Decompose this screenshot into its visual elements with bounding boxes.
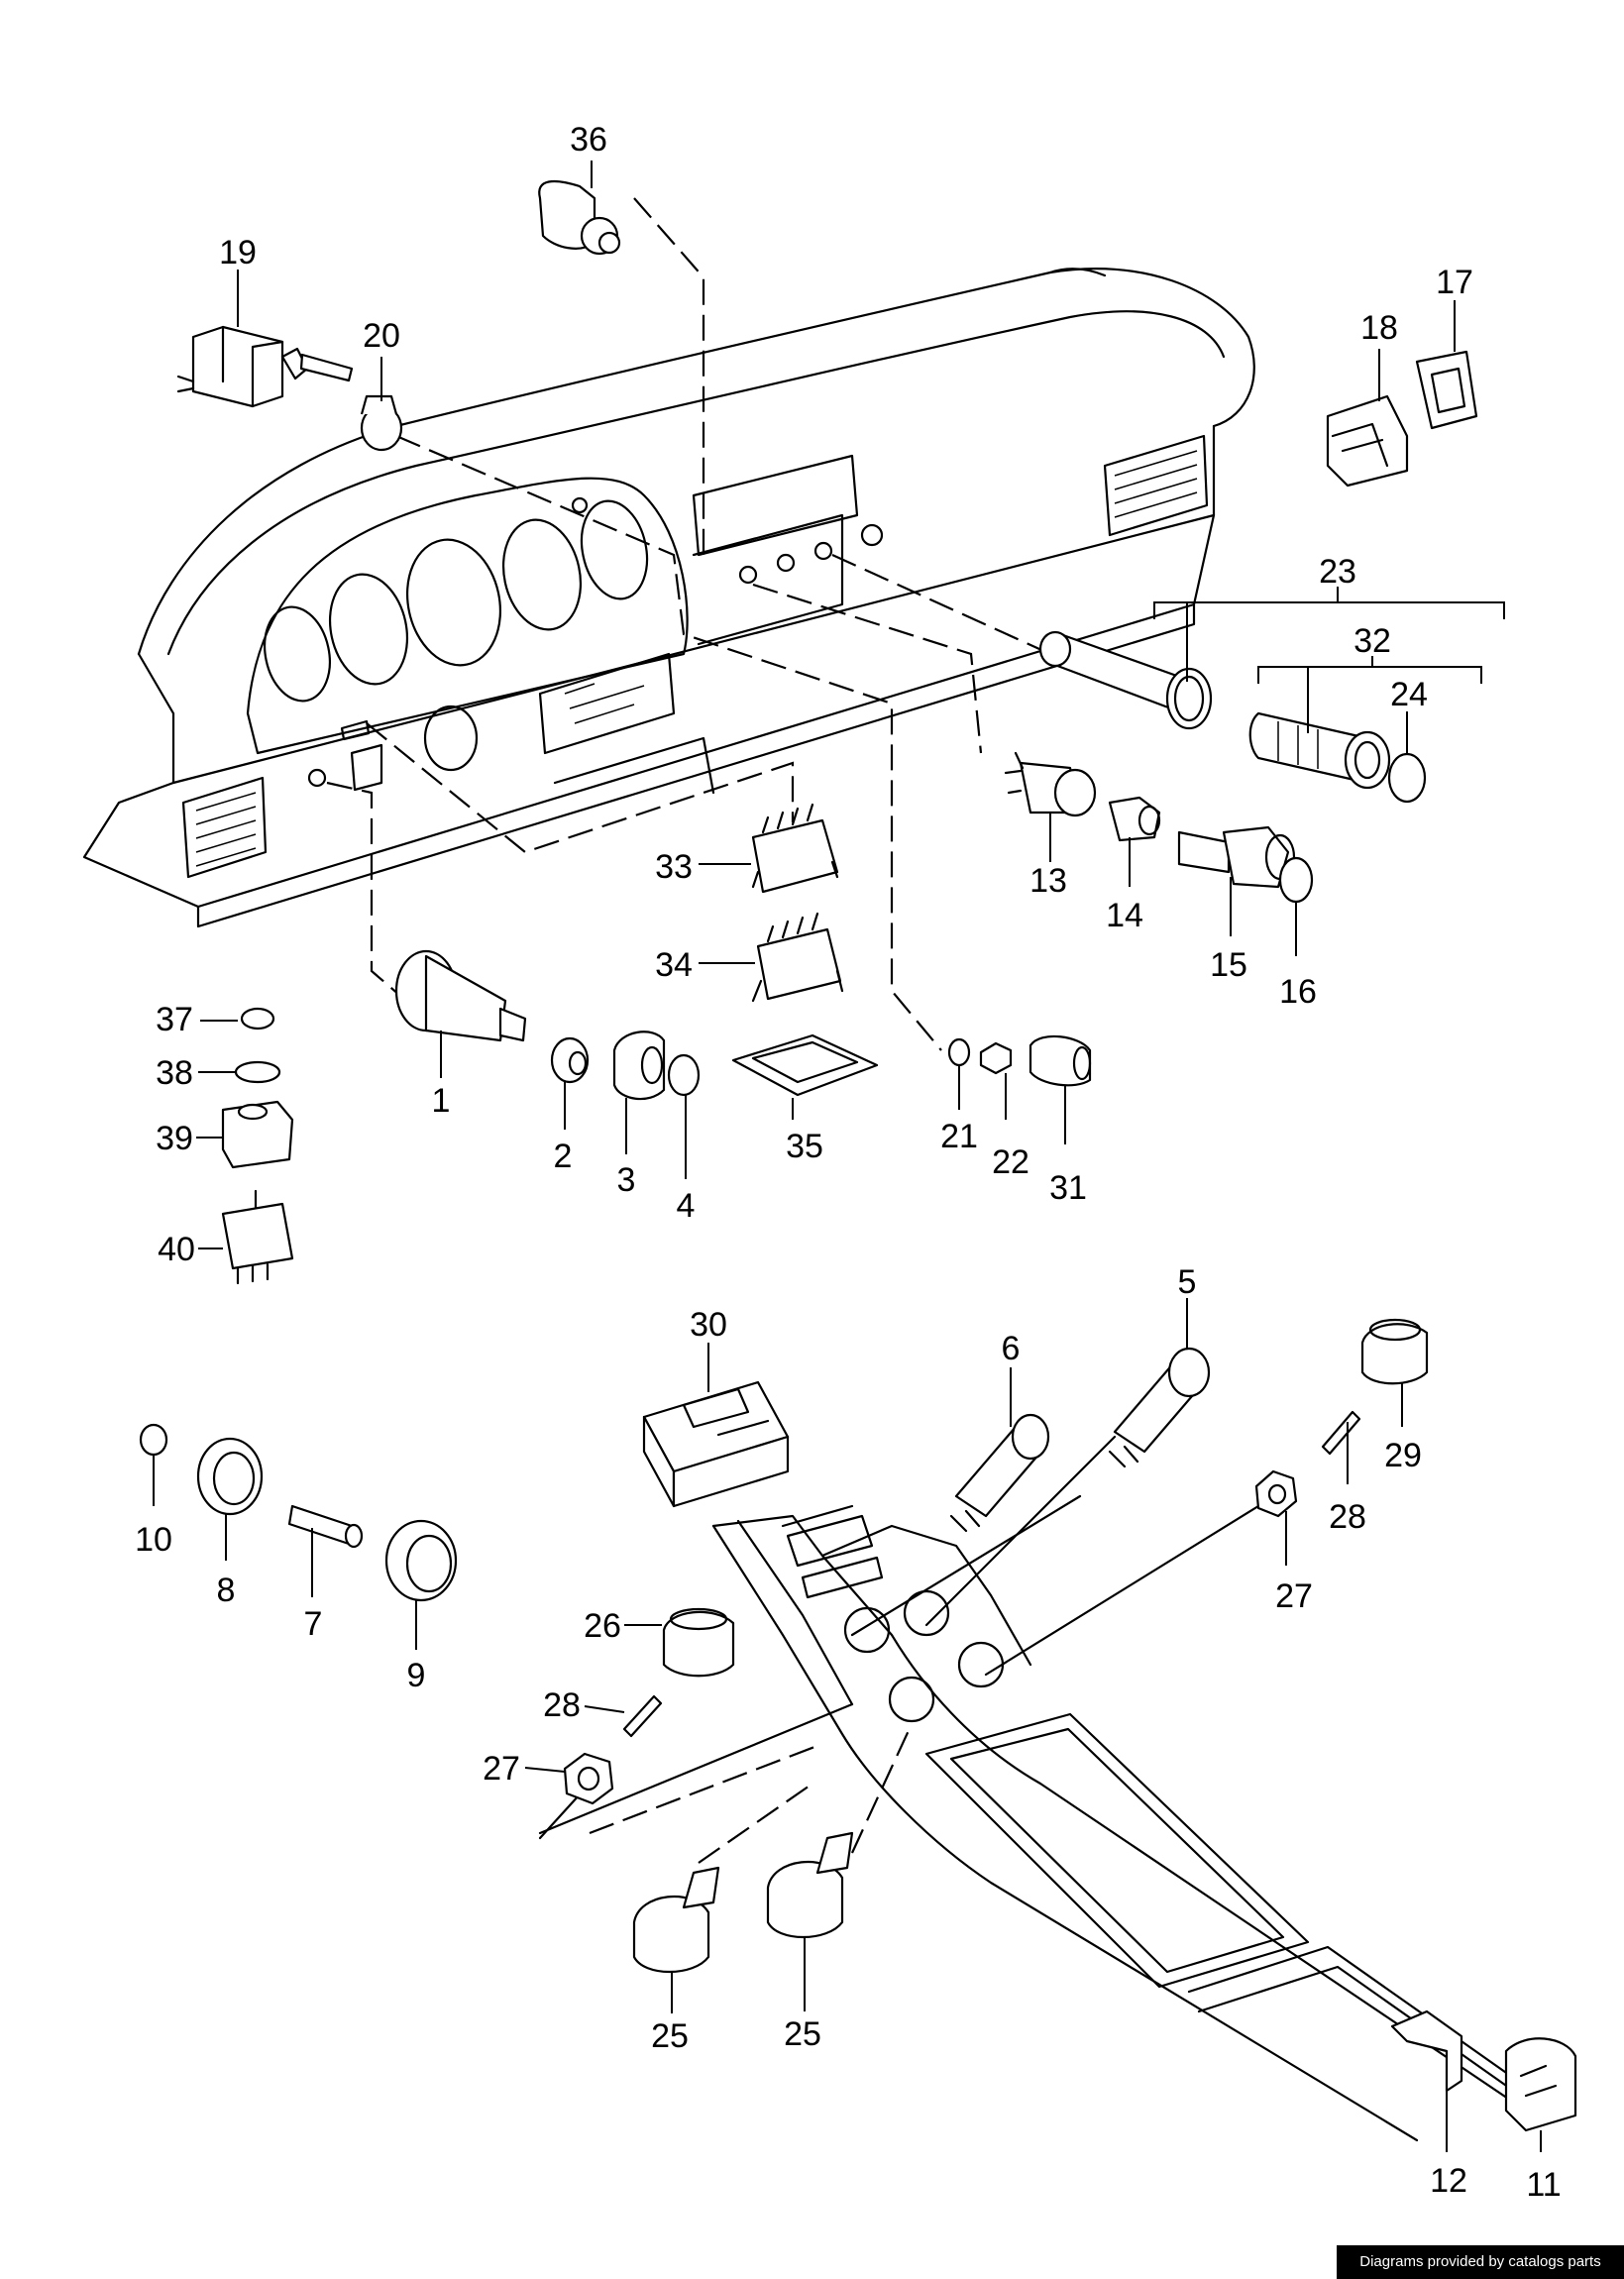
label-part-27-lower: 27 xyxy=(483,1750,520,1788)
part-11-switch xyxy=(1504,2037,1577,2132)
part-1-switch xyxy=(394,949,527,1042)
part-23-lighter-socket xyxy=(1038,630,1213,730)
label-part-38: 38 xyxy=(156,1054,193,1092)
part-6-switch xyxy=(949,1413,1050,1533)
label-part-27: 27 xyxy=(1275,1577,1313,1615)
label-part-3: 3 xyxy=(617,1161,636,1199)
part-35-panel-cover xyxy=(731,1033,879,1097)
label-part-2: 2 xyxy=(554,1138,573,1175)
part-22-nut xyxy=(979,1041,1013,1075)
part-9-lens xyxy=(384,1519,458,1602)
label-part-10: 10 xyxy=(135,1521,172,1559)
label-part-9: 9 xyxy=(407,1657,426,1694)
part-33-switch xyxy=(751,803,839,894)
part-3-knob xyxy=(612,1031,666,1101)
part-38-washer xyxy=(234,1060,281,1084)
label-part-20: 20 xyxy=(363,317,400,355)
label-part-30: 30 xyxy=(690,1306,727,1344)
label-part-36: 36 xyxy=(570,121,607,159)
part-13-switch xyxy=(1004,751,1097,817)
label-part-40: 40 xyxy=(158,1231,195,1268)
label-part-35: 35 xyxy=(786,1128,823,1165)
label-part-21: 21 xyxy=(940,1118,978,1155)
label-part-32: 32 xyxy=(1353,622,1391,660)
label-part-14: 14 xyxy=(1106,897,1143,934)
label-part-6: 6 xyxy=(1002,1330,1021,1367)
part-4-cap xyxy=(667,1053,701,1097)
part-34-switch xyxy=(751,912,844,1003)
part-40-relay xyxy=(221,1189,294,1285)
part-12-bracket xyxy=(1390,2009,1463,2093)
part-7-bulb-holder xyxy=(287,1504,364,1549)
part-28-bulb xyxy=(1321,1410,1361,1456)
label-part-28: 28 xyxy=(1329,1498,1366,1536)
part-32-lighter-insert xyxy=(1248,711,1391,790)
label-part-31: 31 xyxy=(1049,1169,1087,1207)
label-part-39: 39 xyxy=(156,1120,193,1157)
part-26-knob xyxy=(662,1607,735,1678)
part-27-nut-lower xyxy=(563,1752,614,1805)
label-part-18: 18 xyxy=(1360,309,1398,347)
part-16-cap xyxy=(1278,856,1314,904)
part-17-switch-frame xyxy=(1415,350,1478,430)
part-5-switch xyxy=(1108,1347,1211,1468)
part-31-knob xyxy=(1029,1034,1092,1087)
part-8-ring xyxy=(196,1437,264,1516)
label-part-19: 19 xyxy=(219,234,257,271)
part-28-bulb-lower xyxy=(622,1694,663,1738)
part-37-cap xyxy=(240,1007,275,1031)
label-part-1: 1 xyxy=(432,1082,451,1120)
part-15-knob xyxy=(1177,825,1296,889)
part-labels: 36 19 20 18 17 23 32 24 13 14 15 16 33 3… xyxy=(135,121,1562,2204)
label-part-22: 22 xyxy=(992,1143,1029,1181)
label-part-15: 15 xyxy=(1210,946,1247,984)
part-29-knob xyxy=(1360,1318,1429,1385)
label-part-12: 12 xyxy=(1430,2162,1467,2200)
part-25-switch-left xyxy=(632,1866,720,1974)
label-part-5: 5 xyxy=(1178,1263,1197,1301)
part-18-rocker-switch xyxy=(1326,394,1409,488)
part-19-switch xyxy=(176,325,354,408)
part-14-bushing xyxy=(1108,796,1161,842)
label-part-26: 26 xyxy=(584,1607,621,1645)
dashboard-outline xyxy=(82,268,1255,928)
part-27-nut xyxy=(1254,1469,1298,1518)
center-console-outline xyxy=(711,1504,1558,2142)
part-36-knob xyxy=(538,180,621,256)
label-part-25-right: 25 xyxy=(784,2015,821,2053)
label-part-16: 16 xyxy=(1279,973,1317,1011)
credit-badge: Diagrams provided by catalogs parts xyxy=(1337,2245,1624,2279)
label-part-24: 24 xyxy=(1390,676,1428,713)
label-part-13: 13 xyxy=(1029,862,1067,900)
label-part-7: 7 xyxy=(304,1605,323,1643)
label-part-17: 17 xyxy=(1436,264,1473,301)
assembly-lead-lines xyxy=(326,197,1260,1864)
part-10-bushing xyxy=(139,1423,168,1457)
label-part-11: 11 xyxy=(1526,2166,1561,2204)
part-39-relay-socket xyxy=(221,1100,294,1169)
label-part-29: 29 xyxy=(1384,1437,1422,1474)
label-part-25-left: 25 xyxy=(651,2017,689,2055)
label-part-34: 34 xyxy=(655,946,693,984)
label-part-4: 4 xyxy=(677,1187,696,1225)
part-20-bushing xyxy=(360,394,403,452)
label-part-23: 23 xyxy=(1319,553,1356,591)
label-part-37: 37 xyxy=(156,1001,193,1038)
label-part-33: 33 xyxy=(655,848,693,886)
part-25-switch-right xyxy=(766,1831,854,1939)
label-part-8: 8 xyxy=(217,1572,236,1609)
label-part-28-lower: 28 xyxy=(543,1686,581,1724)
part-30-clock xyxy=(642,1380,790,1508)
part-24-knob-cap xyxy=(1387,752,1427,804)
leader-lines xyxy=(153,161,1542,2152)
part-21-washer xyxy=(947,1037,971,1067)
part-2-bushing xyxy=(550,1036,590,1084)
